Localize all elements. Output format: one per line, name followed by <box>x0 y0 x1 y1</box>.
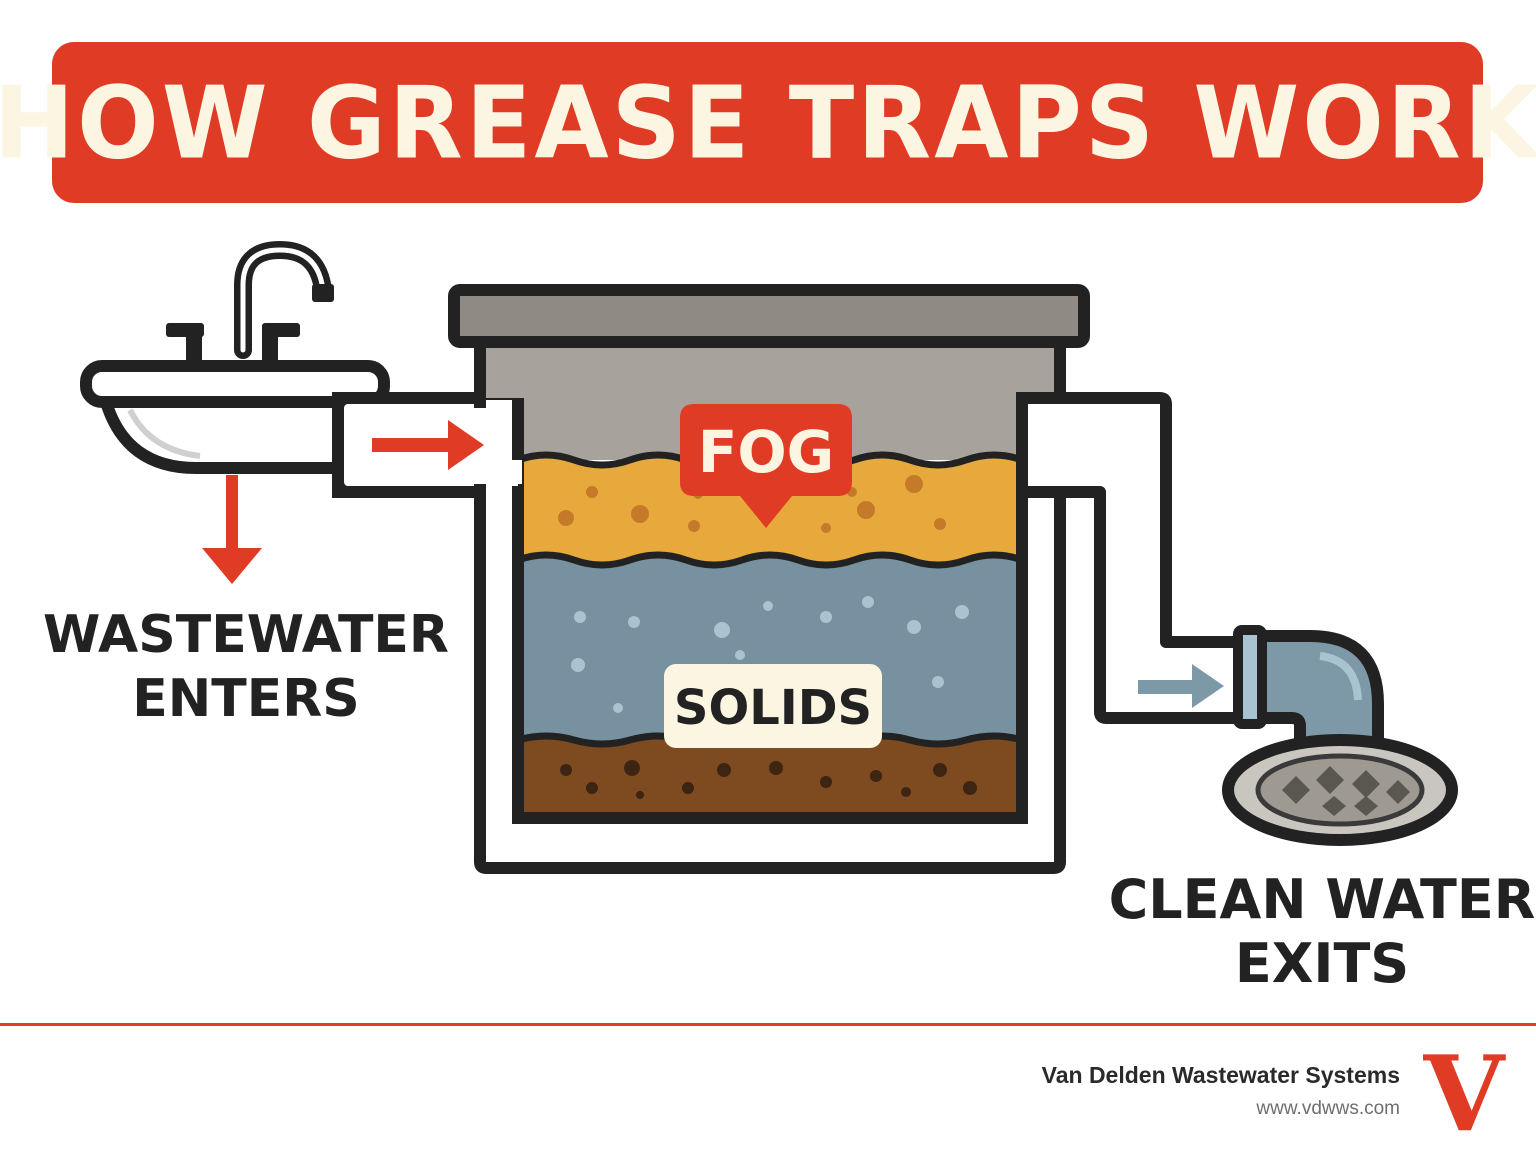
footer-divider <box>0 1023 1536 1026</box>
water-layer <box>518 555 1022 744</box>
clean-water-exits-line2: EXITS <box>1235 932 1409 995</box>
fog-label: FOG <box>698 418 835 486</box>
logo-letter: V <box>1423 1042 1506 1138</box>
inlet-flow-arrow <box>372 420 484 470</box>
sludge-layer <box>518 736 1022 812</box>
v-logo-icon: V <box>1423 1042 1506 1138</box>
grease-trap-tank <box>448 284 1090 874</box>
wastewater-enters-line1: WASTEWATER <box>43 605 449 665</box>
page-title: HOW GREASE TRAPS WORK <box>0 64 1536 181</box>
company-website[interactable]: www.vdwws.com <box>1256 1098 1400 1119</box>
wastewater-arrow <box>202 475 262 584</box>
solids-label: SOLIDS <box>674 680 872 736</box>
solids-callout: SOLIDS <box>664 664 882 748</box>
company-name: Van Delden Wastewater Systems <box>1041 1062 1400 1088</box>
wastewater-enters-line2: ENTERS <box>132 669 360 729</box>
fog-callout: FOG <box>680 404 852 528</box>
title-banner: HOW GREASE TRAPS WORK <box>0 42 1536 203</box>
sink-faucet-icon <box>80 240 390 474</box>
clean-water-exits-line1: CLEAN WATER <box>1109 868 1536 931</box>
floor-drain-icon <box>1222 734 1458 846</box>
